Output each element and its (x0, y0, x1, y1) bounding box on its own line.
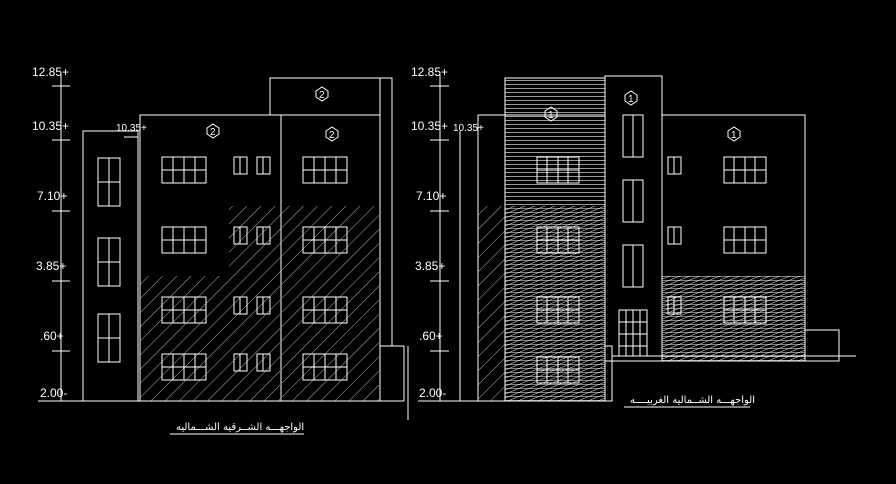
rooftop-room (269, 77, 381, 116)
stone-cladding-lower (140, 276, 280, 401)
level-minus-2-right: 2.00- (419, 386, 446, 400)
level-10-35: 10.35+ (32, 119, 69, 133)
east-elevation: 12.85+ 10.35+ 7.10+ 3.85+ .60+ 2.00- 10.… (32, 65, 409, 435)
material-tag-b: 2 (329, 130, 335, 141)
level-12-85-right: 12.85+ (411, 65, 448, 79)
level-10-35-small-right: 10.35+ (453, 123, 484, 134)
material-tag-e: 1 (731, 130, 737, 141)
level-7-10-right: 7.10+ (416, 189, 446, 203)
level-0-60-right: .60+ (419, 329, 443, 343)
material-tag-d: 1 (628, 94, 634, 105)
level-0-60: .60+ (40, 329, 64, 343)
level-minus-2: 2.00- (40, 386, 67, 400)
material-tag-roof: 2 (319, 90, 325, 101)
level-10-35-right: 10.35+ (411, 119, 448, 133)
level-12-85: 12.85+ (32, 65, 69, 79)
east-elevation-caption: الواجهـــه الشــرقيه الشـــماليه (176, 422, 304, 433)
siding-upper-left (505, 78, 605, 206)
level-scale-right: 12.85+ 10.35+ 7.10+ 3.85+ .60+ 2.00- (411, 65, 449, 401)
material-tag-c: 1 (548, 110, 554, 121)
level-scale-left: 12.85+ 10.35+ 7.10+ 3.85+ .60+ 2.00- (32, 65, 70, 401)
material-tag-a: 2 (210, 127, 216, 138)
windows-right (536, 114, 767, 384)
staircase-strip (379, 77, 393, 347)
west-elevation-caption: الواجهـــه الشــماليه الغربيــــه (630, 395, 755, 406)
level-7-10: 7.10+ (37, 189, 67, 203)
level-3-85: 3.85+ (36, 259, 66, 273)
windows-left (161, 156, 348, 381)
left-block (82, 130, 139, 402)
stone-cladding-right (505, 206, 605, 401)
level-10-35-small: 10.35+ (116, 123, 147, 134)
tall-windows (97, 157, 121, 363)
level-3-85-right: 3.85+ (415, 259, 445, 273)
west-elevation: 12.85+ 10.35+ 7.10+ 3.85+ .60+ 2.00- 10.… (411, 65, 856, 408)
